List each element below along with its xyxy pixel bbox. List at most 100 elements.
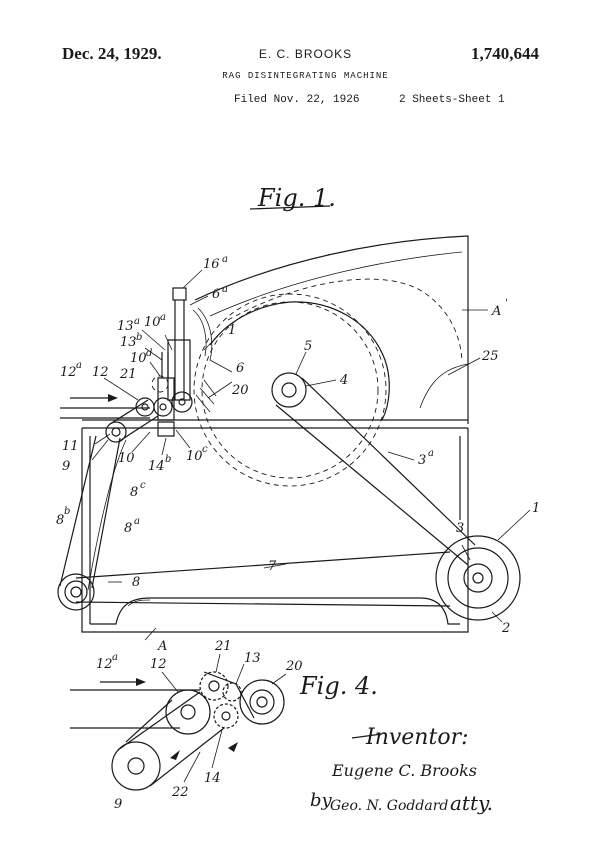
shaft-pulley-inner: [281, 382, 297, 398]
label-13a: 13: [117, 319, 134, 334]
leader-3a: [387, 451, 415, 461]
rear-guard-dashed: [227, 278, 463, 361]
label-2: 2: [501, 621, 510, 636]
fig4-label-12a-sup: a: [112, 652, 118, 663]
feed-roll-20-hub: [178, 398, 186, 406]
adjust-screw: [161, 352, 169, 378]
fig4-belt-arrow-2: [228, 742, 238, 752]
label-9: 9: [62, 459, 70, 474]
column-bracket: [167, 339, 191, 401]
pulley-9-outer: [105, 421, 127, 443]
label-10c-sup: c: [202, 444, 208, 455]
base-arch-detail: [127, 599, 151, 607]
label-A1-sup: ': [505, 298, 508, 309]
drum-arc: [209, 301, 390, 421]
label-1-right: 1: [532, 501, 540, 516]
left-pulley-mid: [64, 580, 88, 604]
belt-25: [419, 363, 469, 409]
sheet-count: 2 Sheets-Sheet 1: [399, 94, 505, 106]
label-20: 20: [231, 383, 249, 398]
label-1: 1: [228, 323, 236, 338]
leader-6: [209, 359, 233, 373]
hood-inner-line: [209, 251, 463, 317]
label-A1: A: [491, 304, 501, 319]
label-10c: 10: [186, 449, 203, 464]
fig4-arrow-head: [136, 678, 146, 686]
label-13a-sup: a: [134, 316, 140, 327]
fig4-leader-13: [235, 663, 245, 685]
label-6a-sup: a: [222, 284, 228, 295]
label-25: 25: [481, 349, 499, 364]
fig4-roll-20-mid: [249, 689, 275, 715]
belt-8b: [59, 435, 97, 587]
inventor-signature: Eugene C. Brooks: [331, 761, 477, 780]
feed-roll-12-hub: [141, 403, 149, 411]
figure-4: Fig. 4.: [70, 639, 378, 812]
fig4-pulley-9: [111, 741, 161, 791]
fig4-label-14: 14: [204, 771, 221, 786]
leader-A: [144, 627, 157, 641]
frame-base-arch: [90, 597, 460, 625]
leader-20: [207, 381, 233, 399]
fig4-label-22: 22: [171, 785, 189, 800]
frame-body: [81, 428, 469, 633]
fig4-gear-13: [222, 682, 242, 702]
leader-11: [94, 433, 111, 445]
label-13b: 13: [120, 335, 137, 350]
belt-3a-lower: [275, 404, 469, 566]
leader-5: [295, 351, 307, 375]
label-8a-sup: a: [134, 516, 140, 527]
fig4-roll-20: [239, 679, 285, 725]
label-10d: 10: [130, 351, 147, 366]
figure-1: Fig. 1.: [56, 184, 540, 654]
fig4-belt-arrow-1: [170, 750, 180, 760]
belt-feed-upper: [109, 399, 149, 425]
label-14b-sup: b: [165, 454, 171, 465]
bearing-block: [157, 377, 175, 421]
label-12: 12: [92, 365, 109, 380]
leader-4: [305, 379, 337, 387]
feed-roll-20: [171, 391, 193, 413]
leader-6a: [189, 295, 209, 306]
fig4-gear-14: [213, 703, 239, 729]
label-3: 3: [456, 521, 464, 536]
cylinder-dashed: [193, 293, 387, 487]
leader-7: [263, 563, 287, 569]
fig4-gear-14-hub: [221, 711, 231, 721]
label-21: 21: [119, 367, 137, 382]
fig4-label-13: 13: [244, 651, 261, 666]
leader-1-top: [203, 335, 219, 351]
label-5: 5: [304, 339, 312, 354]
fig4-roll-12-hub: [180, 704, 196, 720]
fig4-title: Fig. 4.: [299, 672, 378, 700]
label-3a-sup: a: [428, 448, 434, 459]
feed-roll-21: [153, 397, 173, 417]
shaft-pulley-outer: [271, 372, 307, 408]
fig4-leader-21: [215, 653, 221, 673]
belt-8c: [91, 437, 121, 589]
label-A: A: [157, 639, 167, 654]
label-10d-sup: d: [146, 348, 152, 359]
drive-pulley-hub: [463, 563, 493, 593]
inventor-name: E. C. BROOKS: [258, 47, 353, 61]
leader-2: [491, 611, 503, 623]
leader-1: [497, 509, 531, 541]
left-pulley-outer: [57, 573, 95, 611]
leader-25: [447, 357, 481, 376]
leader-10d: [149, 361, 161, 377]
label-4: 4: [339, 373, 348, 388]
drive-pulley-outer: [435, 535, 521, 621]
fig1-title-underline: [249, 205, 331, 210]
fig4-label-12: 12: [150, 657, 167, 672]
belt-7-upper: [75, 551, 451, 579]
leader-13a: [141, 329, 166, 351]
leader-10: [131, 431, 151, 453]
leader-14b: [161, 437, 167, 456]
leader-9: [91, 439, 109, 461]
filed-date: Filed Nov. 22, 1926: [234, 94, 360, 106]
label-10a: 10: [144, 315, 161, 330]
feed-arrow-head: [108, 394, 118, 402]
label-6a: 6: [212, 287, 220, 302]
label-10a-sup: a: [160, 312, 166, 323]
